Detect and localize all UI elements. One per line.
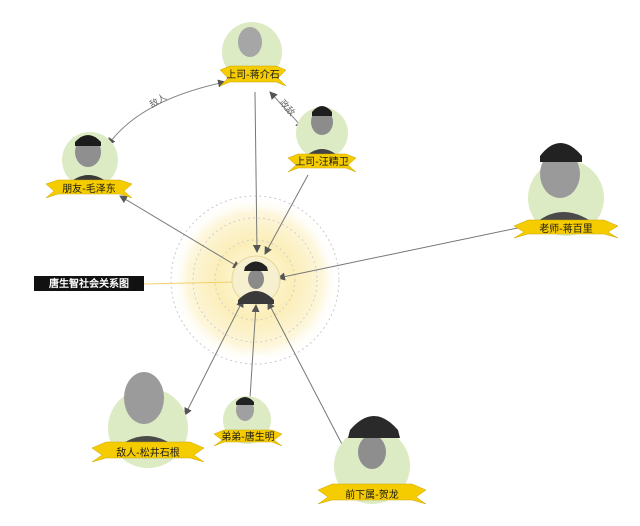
person-label-chiang: 上司-蒋介石 (226, 69, 280, 81)
name-ribbon (45, 179, 133, 199)
portrait-face (238, 27, 262, 57)
edge-chiang-mao (107, 79, 226, 146)
person-label-he: 前下属-贺龙 (345, 488, 399, 501)
edge-matsui-center (184, 299, 244, 416)
center-portrait-face (248, 269, 264, 289)
portrait-face (358, 435, 386, 469)
person-label-brother: 弟弟-唐生明 (221, 430, 275, 443)
center-portrait-cap-icon (244, 261, 268, 271)
diagram-title-box: 唐生智社会关系图 (34, 276, 236, 291)
edge-he-center (267, 301, 346, 451)
person-node-brother: 弟弟-唐生明 (213, 396, 283, 447)
edge-chiang-center (252, 91, 261, 253)
edges (107, 79, 533, 451)
portrait-hair (540, 143, 582, 162)
name-ribbon (219, 65, 287, 87)
edge-label-chiang-mao: 敌人 (147, 91, 169, 111)
name-ribbon (213, 429, 283, 447)
inner-ring (214, 239, 296, 321)
person-node-he: 前下属-贺龙 (317, 416, 427, 505)
person-label-wang: 上司-汪精卫 (295, 155, 349, 168)
edge-chiang-wang (269, 91, 304, 129)
name-ribbon (317, 483, 427, 505)
person-node-mao: 朋友-毛泽东 (45, 132, 133, 199)
person-label-mao: 朋友-毛泽东 (62, 182, 116, 195)
edge-brother-center (249, 304, 260, 399)
name-ribbon (513, 219, 619, 239)
portrait-hair (236, 397, 254, 405)
center-portrait-uniform (238, 291, 274, 304)
person-node-chiang: 上司-蒋介石 (219, 22, 287, 87)
person-node-matsui: 敌人-松井石根 (91, 372, 205, 468)
portrait-hair (75, 135, 101, 146)
name-ribbon (91, 441, 205, 463)
outer-ring (170, 195, 340, 365)
edge-wang-center (264, 174, 309, 255)
person-label-jiang: 老师-蒋百里 (539, 222, 593, 235)
edge-label-chiang-wang: 政敌 (277, 97, 298, 118)
portrait-cap-icon (348, 416, 400, 438)
person-node-jiang: 老师-蒋百里 (513, 143, 619, 239)
center-node (231, 255, 281, 305)
diagram-title: 唐生智社会关系图 (49, 277, 129, 290)
portrait-hair (312, 106, 332, 116)
portrait-face (124, 372, 164, 424)
person-label-matsui: 敌人-松井石根 (116, 446, 180, 459)
title-pointer (143, 281, 236, 285)
edge-mao-center (119, 195, 241, 269)
middle-ring (192, 217, 318, 343)
title-background (34, 276, 144, 291)
edge-jiang-center (277, 224, 533, 281)
person-node-wang: 上司-汪精卫 (287, 106, 357, 173)
name-ribbon (287, 153, 357, 173)
